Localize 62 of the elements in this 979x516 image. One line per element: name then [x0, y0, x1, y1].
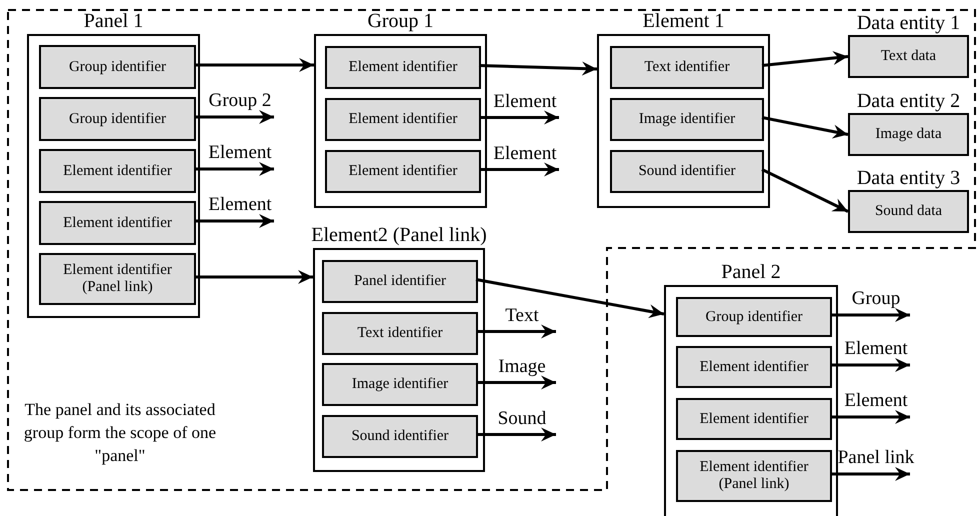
edge-label: Image — [498, 356, 546, 378]
data-label: Sound data — [874, 202, 942, 222]
identifier-box: Text identifier — [610, 46, 764, 89]
arrow — [830, 358, 910, 372]
edge-label: Element — [844, 390, 908, 412]
identifier-box: Element identifier (Panel link) — [676, 450, 832, 502]
frame-title: Panel 2 — [720, 260, 782, 284]
identifier-box: Sound identifier — [322, 415, 478, 458]
identifier-box: Text identifier — [322, 312, 478, 355]
arrow — [830, 467, 910, 481]
identifier-box: Element identifier — [325, 150, 481, 193]
frame-title: Element2 (Panel link) — [310, 223, 488, 247]
arrow — [476, 428, 556, 442]
edge-label: Text — [505, 304, 539, 326]
arrow — [194, 58, 314, 72]
identifier-box: Group identifier — [39, 45, 196, 89]
identifier-box: Image identifier — [322, 363, 478, 406]
note-text: The panel and its associated group form the scope of one "panel" — [22, 399, 218, 467]
identifier-box: Element identifier — [325, 98, 481, 141]
entity-title: Data entity 3 — [856, 167, 962, 190]
identifier-box: Group identifier — [676, 297, 832, 337]
edge-label: Sound — [498, 408, 546, 430]
edge-label: Element — [208, 142, 272, 164]
identifier-box: Element identifier — [676, 346, 832, 388]
arrow — [830, 308, 910, 322]
arrow — [194, 214, 274, 228]
arrow — [762, 116, 848, 138]
data-label: Text data — [880, 47, 936, 66]
arrow — [830, 410, 910, 424]
edge-label: Element — [493, 90, 557, 112]
entity-title: Data entity 2 — [856, 90, 962, 113]
frame-title: Group 1 — [366, 9, 435, 33]
arrow — [194, 162, 274, 176]
arrow — [476, 278, 664, 318]
arrow — [194, 270, 313, 284]
identifier-box: Element identifier — [39, 201, 196, 245]
identifier-box: Panel identifier — [322, 260, 478, 303]
arrow — [762, 51, 848, 67]
identifier-box: Image identifier — [610, 98, 764, 141]
edge-label: Element — [844, 338, 908, 360]
edge-label: Element — [493, 142, 557, 164]
entity-title: Data entity 1 — [856, 12, 962, 35]
frame-title: Panel 1 — [82, 9, 144, 33]
arrow — [761, 168, 849, 213]
arrow — [476, 376, 556, 390]
identifier-box: Element identifier — [39, 149, 196, 193]
frame-title: Element 1 — [642, 9, 726, 33]
identifier-box: Element identifier — [676, 398, 832, 440]
arrow — [476, 324, 556, 338]
arrow — [479, 110, 559, 124]
arrow — [194, 110, 274, 124]
arrow — [478, 62, 598, 76]
edge-label: Group — [852, 288, 900, 310]
edge-label: Element — [208, 194, 272, 216]
identifier-box: Group identifier — [39, 97, 196, 141]
identifier-box: Element identifier (Panel link) — [39, 253, 196, 305]
identifier-box: Sound identifier — [610, 150, 764, 193]
data-label: Image data — [875, 125, 942, 144]
identifier-box: Element identifier — [325, 46, 481, 89]
edge-label: Group 2 — [208, 90, 272, 112]
edge-label: Panel link — [838, 447, 914, 469]
arrow — [479, 162, 559, 176]
